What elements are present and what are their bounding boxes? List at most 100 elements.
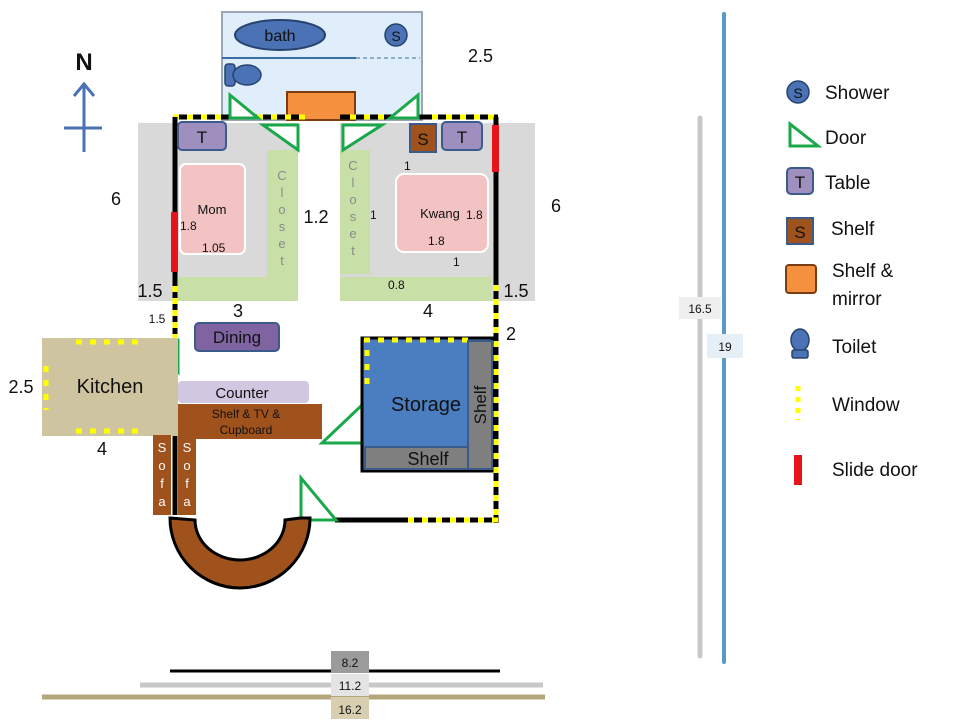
legend-window-label: Window [832,395,900,416]
dim-kitchen-width: 4 [97,439,107,459]
sofa-left [153,435,171,515]
storage-shelf-right [467,340,493,470]
dim-kwang-top: 1 [404,159,411,173]
sofa-right [178,435,196,515]
legend-slide-door-icon [794,455,802,485]
vertical-letter: t [280,253,284,268]
legend-table-icon [786,167,814,195]
mom-closet [267,150,298,300]
table-mom-label: T [197,128,207,147]
bathtub-label: bath [264,28,295,45]
bathtub [234,19,326,51]
shelf-tv-cupboard [178,404,322,439]
kwang-closet-strip [340,277,492,301]
vertical-letter: S [183,440,192,455]
counter-label: Counter [215,385,268,402]
toilet-icon [224,63,262,87]
legend-shelf-mirror-label-2: mirror [832,289,882,310]
shelf-kwang-label: S [417,130,428,149]
vertical-letter: f [160,476,164,491]
vertical-letter: t [351,243,355,258]
bathroom: bath S 2.5 [221,11,493,121]
mom-label: Mom [198,202,227,217]
north-arrow-head-icon [72,81,96,97]
legend-shelf-mirror-label-1: Shelf & [832,261,894,282]
kitchen-area [42,338,178,436]
door-icon [228,91,263,120]
legend-slide-door-label: Slide door [832,460,918,481]
legend-shelf-label: Shelf [831,219,875,240]
dim-kwang-bed-width: 1.8 [428,234,445,248]
legend-shower-icon [786,80,810,104]
kitchen: Kitchen 2.5 4 [8,338,178,459]
kwang-bed [395,173,489,253]
vertical-letter: f [185,476,189,491]
vertical-letter: o [278,202,285,217]
vertical-letter: l [281,185,284,200]
legend-shelf-icon [786,217,814,245]
storage-shelf-bottom-label: Shelf [407,449,449,469]
dim-kwang-bottom: 1 [453,255,460,269]
shower-icon [384,23,408,47]
dim-vertical-2: 19 [718,340,732,354]
legend-shelf-mirror-icon [785,264,817,294]
legend-table-label: Table [825,173,870,194]
dim-bottom-1-box [331,651,369,673]
storage-shelf-bottom [364,446,469,470]
kwang-closet [340,150,370,274]
vertical-letter: s [350,209,357,224]
dim-left-closet-gap: 1.5 [137,281,162,301]
dim-vertical-1-box [679,297,721,319]
vertical-letter: o [349,192,356,207]
dim-kitchen-depth: 2.5 [8,377,33,397]
door-icon [299,473,340,522]
dim-mom-bed-width: 1.05 [202,241,226,255]
table-kwang-label: T [457,128,467,147]
legend-door-icon [788,120,823,148]
vertical-letter: C [348,158,357,173]
vertical-letter: l [352,175,355,190]
dim-right-depth: 6 [551,196,561,216]
dim-left-gap-small: 1.5 [149,312,166,326]
dim-left-room-width: 3 [233,301,243,321]
dim-vertical-2-box [707,334,743,358]
vertical-letter: S [158,440,167,455]
vertical-letter: a [183,494,191,509]
dim-bottom-2-box [331,674,369,696]
legend-toilet-label: Toilet [832,337,877,358]
dining-label: Dining [213,328,261,347]
table-kwang [441,121,483,151]
mom-bed [179,163,246,255]
shelf-kwang [409,123,437,153]
storage: Shelf Shelf Storage [360,336,494,473]
storage-shelf-right-label: Shelf [471,385,490,424]
dim-hall-width: 1.2 [303,207,328,227]
shelf-tv-label-1: Shelf & TV & [212,407,280,421]
compass: N [64,49,102,152]
legend-toilet-icon [790,328,810,359]
dim-vertical-1: 16.5 [688,302,712,316]
vertical-letter: o [158,458,165,473]
legend-shower-label: Shower [825,83,890,104]
sofa-curve [168,516,312,590]
kwang-label: Kwang [420,206,460,221]
counter [178,381,309,403]
vertical-letter: a [158,494,166,509]
dim-kwang-closet-strip: 0.8 [388,278,405,292]
dim-left-depth: 6 [111,189,121,209]
dim-right-room-width: 4 [423,301,433,321]
slide-door-mom [171,212,178,272]
legend-shower-marker: S [793,85,802,101]
door-icon [318,401,364,445]
legend-table-marker: T [795,173,805,192]
vertical-letter: C [277,168,286,183]
vertical-letter: e [349,226,356,241]
dim-bottom-1: 8.2 [342,656,359,670]
